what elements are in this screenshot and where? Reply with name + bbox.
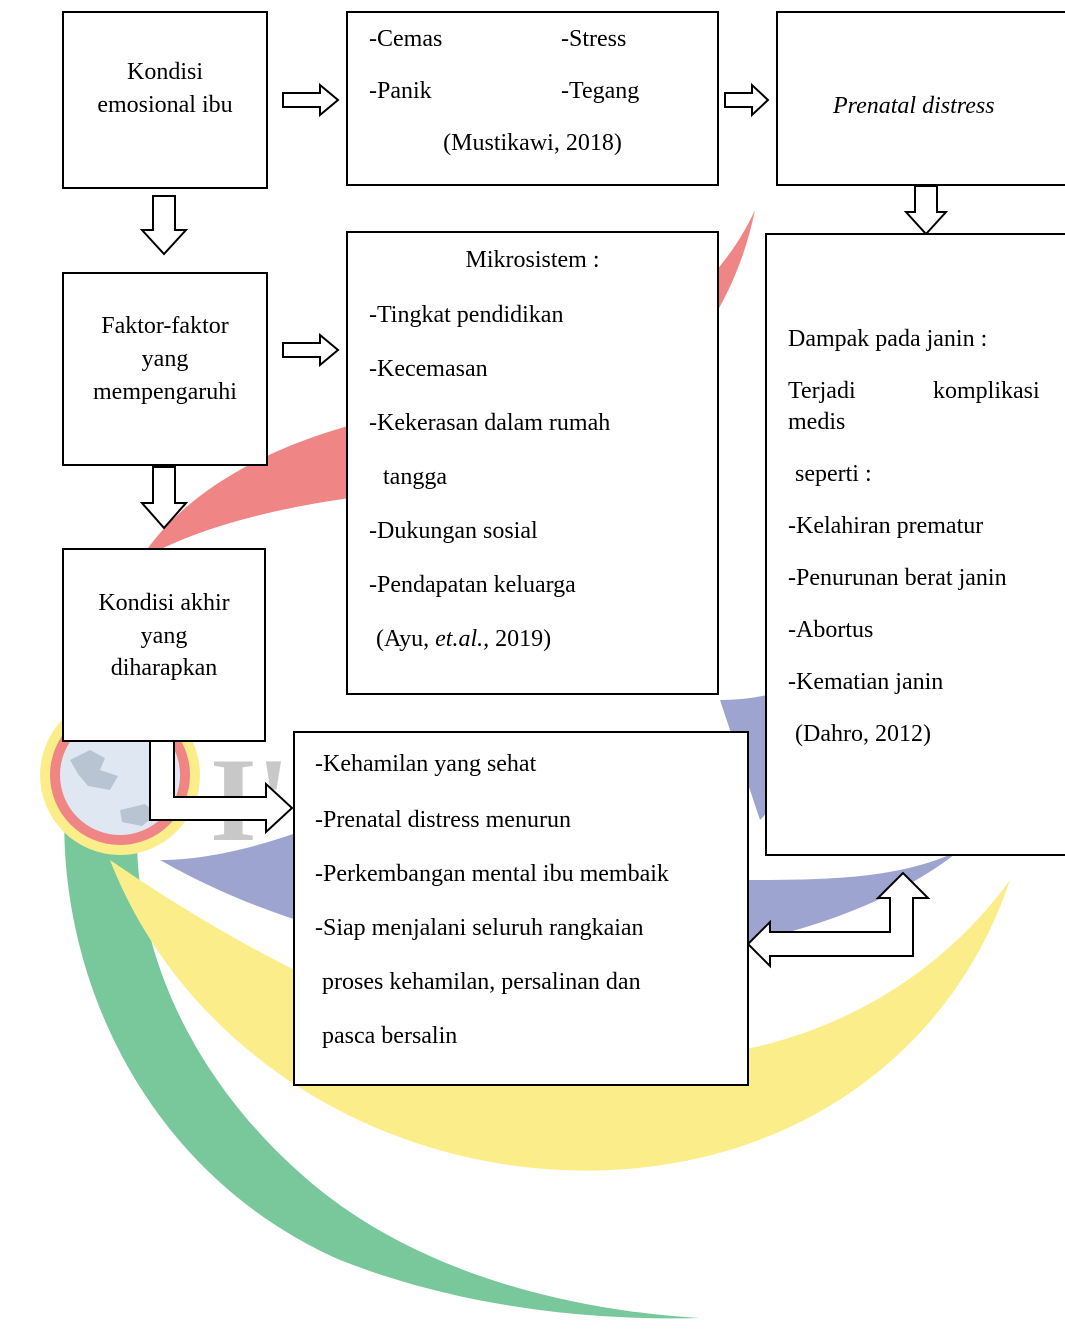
kondisi-emosional-line-1: Kondisi	[126, 59, 203, 85]
arrow-down-2	[903, 185, 949, 236]
mikrosistem-item: -Dukungan sosial	[369, 518, 538, 544]
arrow-right-3	[282, 332, 340, 368]
dampak-line1-left: Terjadi	[788, 378, 856, 404]
mikrosistem-item: -Tingkat pendidikan	[369, 302, 564, 328]
faktor-line-1: Faktor-faktor	[101, 313, 229, 339]
arrow-elbow	[149, 739, 294, 835]
dampak-item: -Penurunan berat janin	[788, 565, 1007, 591]
arrow-right-1	[282, 82, 340, 118]
citation-prefix: (Ayu,	[376, 626, 436, 652]
watermark-red-arc	[140, 210, 755, 560]
box-hasil: -Kehamilan yang sehat -Prenatal distress…	[293, 731, 749, 1086]
box-faktor: Faktor-faktor yang mempengaruhi	[62, 272, 268, 466]
kondisi-emosional-line-2: emosional ibu	[97, 92, 233, 118]
dampak-citation: (Dahro, 2012)	[795, 721, 931, 747]
emosi-tegang: -Tegang	[561, 78, 640, 104]
mikrosistem-item: tangga	[383, 464, 447, 490]
mikrosistem-title: Mikrosistem :	[465, 247, 600, 273]
dampak-line2: medis	[788, 409, 846, 435]
hasil-item: -Perkembangan mental ibu membaik	[315, 861, 669, 887]
watermark-green-arc	[64, 650, 700, 1319]
arrow-down-1	[139, 195, 189, 256]
hasil-item: -Kehamilan yang sehat	[315, 751, 537, 777]
arrow-elbow-double	[746, 871, 931, 969]
kondisi-akhir-line-1: Kondisi akhir	[98, 590, 230, 616]
kondisi-akhir-line-3: diharapkan	[110, 655, 218, 681]
emosi-panik: -Panik	[369, 78, 432, 104]
watermark-globe-land	[70, 750, 157, 826]
box-kondisi-akhir: Kondisi akhir yang diharapkan	[62, 548, 266, 742]
mikrosistem-citation: (Ayu, et.al., 2019)	[376, 625, 551, 653]
mikrosistem-item: -Kecemasan	[369, 356, 488, 382]
faktor-line-2: yang	[141, 346, 189, 372]
dampak-line3: seperti :	[795, 461, 872, 487]
emosi-stress: -Stress	[561, 26, 627, 52]
box-prenatal-distress: Prenatal distress	[776, 11, 1065, 186]
citation-suffix: 2019)	[489, 626, 552, 652]
emosi-citation: (Mustikawi, 2018)	[443, 130, 622, 156]
dampak-item: -Kematian janin	[788, 669, 944, 695]
box-kondisi-emosional: Kondisi emosional ibu	[62, 11, 268, 189]
dampak-item: -Abortus	[788, 617, 874, 643]
arrow-down-3	[139, 466, 189, 530]
watermark-yellow-arc	[110, 860, 1010, 1171]
prenatal-distress-title: Prenatal distress	[833, 93, 995, 119]
kondisi-akhir-line-2: yang	[140, 623, 188, 649]
hasil-item: -Prenatal distress menurun	[315, 807, 571, 833]
hasil-item: pasca bersalin	[322, 1023, 458, 1049]
box-emosi: -Cemas -Stress -Panik -Tegang (Mustikawi…	[346, 11, 719, 186]
box-mikrosistem: Mikrosistem : -Tingkat pendidikan -Kecem…	[346, 231, 719, 695]
mikrosistem-item: -Pendapatan keluarga	[369, 572, 576, 598]
emosi-cemas: -Cemas	[369, 26, 443, 52]
dampak-line1-right: komplikasi	[933, 378, 1040, 404]
hasil-item: -Siap menjalani seluruh rangkaian	[315, 915, 644, 941]
arrow-right-2	[724, 82, 770, 118]
box-dampak: Dampak pada janin : Terjadi komplikasi m…	[765, 233, 1065, 856]
dampak-title: Dampak pada janin :	[788, 326, 988, 352]
hasil-item: proses kehamilan, persalinan dan	[322, 969, 641, 995]
dampak-item: -Kelahiran prematur	[788, 513, 984, 539]
mikrosistem-item: -Kekerasan dalam rumah	[369, 410, 611, 436]
citation-italic: et.al.,	[435, 626, 490, 652]
faktor-line-3: mempengaruhi	[93, 379, 237, 405]
